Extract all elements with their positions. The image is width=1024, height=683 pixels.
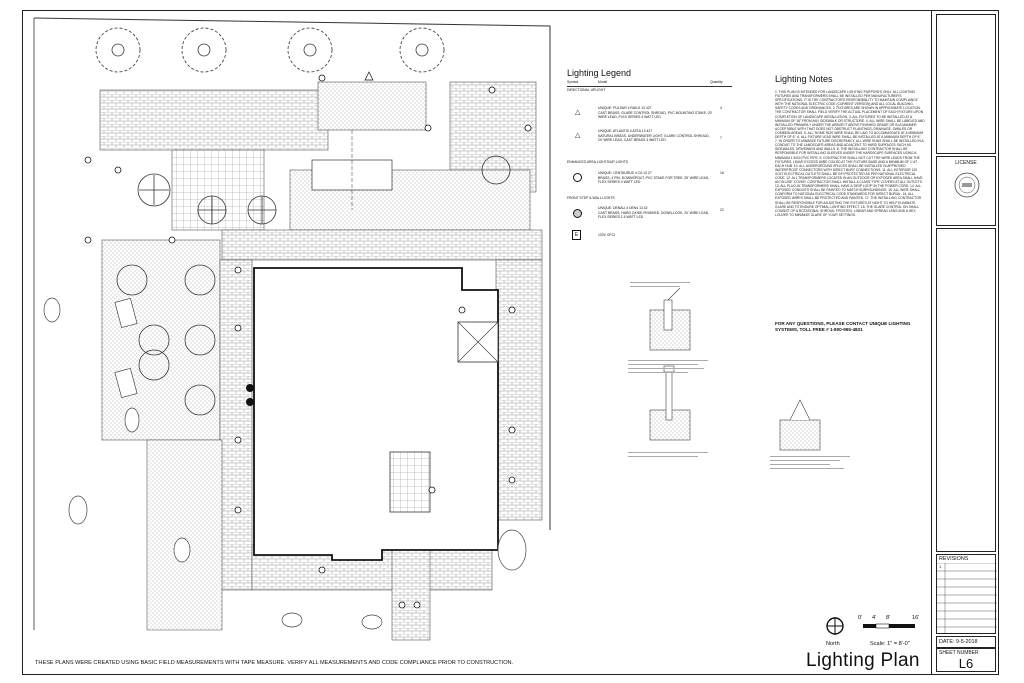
tree-symbols bbox=[95, 27, 511, 416]
license-label: LICENSE bbox=[955, 160, 977, 166]
title-block-logo-cell bbox=[936, 14, 996, 154]
legend-item-name: UNIQUE: CENTAURUS 4 CA 13 27 bbox=[598, 171, 652, 175]
revision-grid bbox=[937, 563, 997, 633]
legend-item-qty: 4 bbox=[720, 106, 722, 110]
scale-tick: 0' bbox=[858, 615, 863, 621]
legend-item-desc: BRASS, 4 PIN, DOWNSPOUT, PVC STAKE FOR T… bbox=[598, 176, 710, 185]
notes-title: Lighting Notes bbox=[775, 74, 833, 84]
notes-body: 1. THIS PLAN IS INTENDED FOR LANDSCAPE L… bbox=[775, 90, 925, 217]
sheet-number-cell: SHEET NUMBER L6 bbox=[936, 648, 996, 672]
footer-note: THESE PLANS WERE CREATED USING BASIC FIE… bbox=[35, 660, 514, 666]
legend-item-desc: CAST BRASS, GLARE CONTROL SHROUD, PVC MO… bbox=[598, 111, 713, 120]
scale-tick: 4' bbox=[872, 615, 877, 621]
legend-item-qty: 22 bbox=[720, 208, 724, 212]
pool-deck bbox=[171, 149, 265, 231]
centaurus-symbol-icon bbox=[573, 173, 582, 182]
north-label: North bbox=[826, 641, 840, 647]
sheet-number-label: SHEET NUMBER bbox=[939, 650, 979, 656]
revisions-cell: REVISIONS 1 bbox=[936, 554, 997, 634]
legend-col-symbol: Symbol bbox=[567, 80, 579, 84]
legend-item-name: UNIQUE: ATLANTIS 4 ATEA 13 427 bbox=[598, 129, 653, 133]
legend-section-heading: ENHANCED AREA LIGHTS/UP-LIGHTS bbox=[567, 160, 629, 164]
scale-label: Scale: 1" = 8'-0" bbox=[870, 641, 910, 647]
legend-title: Lighting Legend bbox=[567, 68, 632, 78]
legend-col-model: Model bbox=[598, 80, 608, 84]
legend-col-quantity: Quantity bbox=[710, 80, 723, 84]
legend-item-qty: 7 bbox=[720, 136, 722, 140]
gfci-symbol-icon: E bbox=[572, 230, 581, 240]
pulsar-symbol-icon: △ bbox=[575, 109, 581, 116]
legend-section-heading: FRONT STEP & WALL LIGHTS bbox=[567, 196, 615, 200]
legend-item-name: UNIQUE: PULSAR 4 RAILS 13 427 bbox=[598, 106, 652, 110]
legend-section-heading: DIRECTIONAL UPLIGHT bbox=[567, 88, 606, 92]
fixture-symbols bbox=[84, 74, 532, 609]
date-label: DATE: 9-5-2018 bbox=[939, 639, 978, 645]
title-block: LICENSE REVISIONS 1 bbox=[931, 10, 999, 675]
revision-mark: 1 bbox=[939, 564, 942, 569]
license-seal-icon bbox=[954, 172, 980, 198]
site-plan-drawing bbox=[33, 17, 551, 641]
date-cell: DATE: 9-5-2018 bbox=[936, 636, 996, 648]
house-footprint bbox=[253, 267, 499, 561]
legend-item-desc: NATURAL BRASS, UNDERWATER LIGHT, GLARE C… bbox=[598, 134, 710, 143]
scale-bar bbox=[863, 623, 915, 629]
revisions-label: REVISIONS bbox=[939, 556, 969, 562]
scale-tick: 8' bbox=[886, 615, 891, 621]
title-block-blank-cell bbox=[936, 228, 996, 552]
fixture-detail-drawings bbox=[628, 282, 850, 469]
legend-item-desc: CAST BRASS, HARD OXIDE FINISHED, DOWN-LO… bbox=[598, 211, 710, 220]
denali-symbol-icon bbox=[573, 209, 582, 218]
lawn-area bbox=[101, 239, 221, 441]
legend-item-qty: 16 bbox=[720, 171, 724, 175]
atlantis-symbol-icon: △ bbox=[575, 132, 581, 139]
patio-pavers bbox=[99, 89, 329, 151]
north-arrow-icon bbox=[826, 617, 844, 635]
license-cell: LICENSE bbox=[936, 156, 996, 226]
sheet-title: Lighting Plan bbox=[806, 650, 920, 671]
notes-contact: FOR ANY QUESTIONS, PLEASE CONTACT UNIQUE… bbox=[775, 321, 911, 332]
sheet-border bbox=[22, 10, 999, 675]
scale-tick: 16' bbox=[912, 615, 920, 621]
legend-item-name: UNIQUE: DENALI 4 DEN4 13 42 bbox=[598, 206, 648, 210]
sheet-number: L6 bbox=[958, 656, 974, 671]
legend-item-name: 120V GFCI bbox=[598, 233, 615, 237]
